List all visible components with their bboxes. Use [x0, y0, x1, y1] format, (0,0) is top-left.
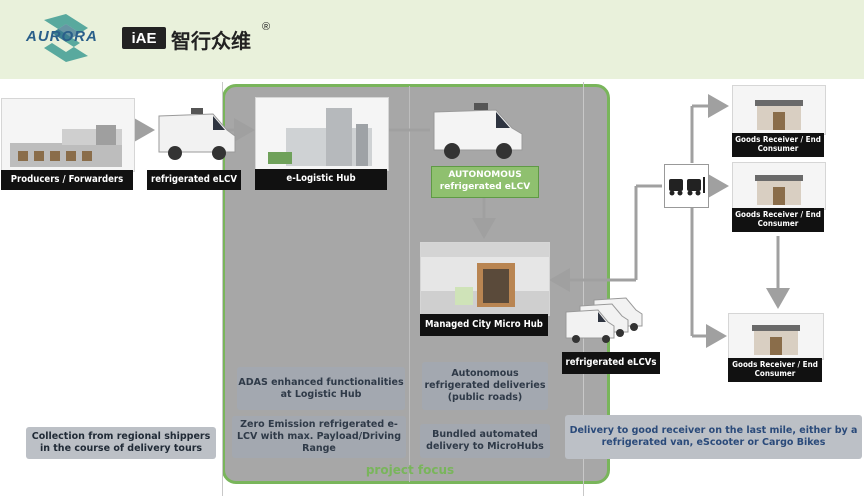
producers-label: Producers / Forwarders: [1, 170, 133, 190]
micro-hub-image: [420, 242, 550, 316]
receiver-2-label: Goods Receiver / End Consumer: [732, 208, 824, 232]
note-bundled-delivery: Bundled automated delivery to MicroHubs: [420, 424, 550, 458]
note-zero-emission: Zero Emission refrigerated e-LCV with ma…: [232, 416, 406, 458]
logistic-hub-label: e-Logistic Hub: [255, 169, 387, 190]
autonomous-van-icon: [430, 100, 526, 162]
refrigerated-elcv-label: refrigerated eLCV: [147, 170, 241, 190]
vehicle-hub-box: [664, 164, 709, 208]
logistic-hub-image: [255, 97, 389, 171]
aurora-wordmark: AURORA: [26, 28, 98, 45]
receiver-3-image: [728, 313, 824, 360]
aurora-logo-icon: [40, 12, 92, 64]
project-focus-caption: project focus: [365, 463, 455, 477]
note-collection: Collection from regional shippers in the…: [26, 427, 216, 459]
brand-chinese-name: 智行众维: [171, 31, 251, 53]
micro-hub-icon: [421, 243, 549, 315]
receiver-3-label: Goods Receiver / End Consumer: [728, 358, 822, 382]
shop-icon: [755, 175, 803, 205]
vehicle-hub-icon: [669, 177, 705, 196]
note-autonomous-deliveries: Autonomous refrigerated deliveries (publ…: [422, 362, 548, 410]
receiver-1-image: [732, 85, 826, 135]
producers-image: [1, 98, 135, 172]
micro-hub-label: Managed City Micro Hub: [420, 314, 548, 336]
iae-logo: iAE: [122, 27, 166, 49]
registered-mark: ®: [262, 21, 271, 33]
iae-logo-text: iAE: [131, 29, 157, 47]
autonomous-label-line1: AUTONOMOUS: [448, 170, 522, 180]
receiver-2-image: [732, 162, 826, 210]
van-fleet-icon: [562, 292, 644, 346]
van-icon: [155, 106, 239, 164]
refrigerated-elcvs-label: refrigerated eLCVs: [562, 352, 660, 374]
note-adas: ADAS enhanced functionalities at Logisti…: [237, 367, 405, 410]
autonomous-label-line2: refrigerated eLCV: [439, 181, 531, 192]
shop-icon: [755, 100, 803, 130]
shop-icon: [752, 325, 800, 355]
building-icon: [10, 125, 122, 167]
warehouse-icon: [268, 108, 372, 166]
divider-line-2: [409, 86, 410, 482]
divider-line-3: [583, 82, 584, 496]
divider-line-1: [222, 82, 223, 496]
autonomous-label: AUTONOMOUS refrigerated eLCV: [431, 166, 539, 198]
note-last-mile: Delivery to good receiver on the last mi…: [565, 415, 862, 459]
receiver-1-label: Goods Receiver / End Consumer: [732, 133, 824, 157]
